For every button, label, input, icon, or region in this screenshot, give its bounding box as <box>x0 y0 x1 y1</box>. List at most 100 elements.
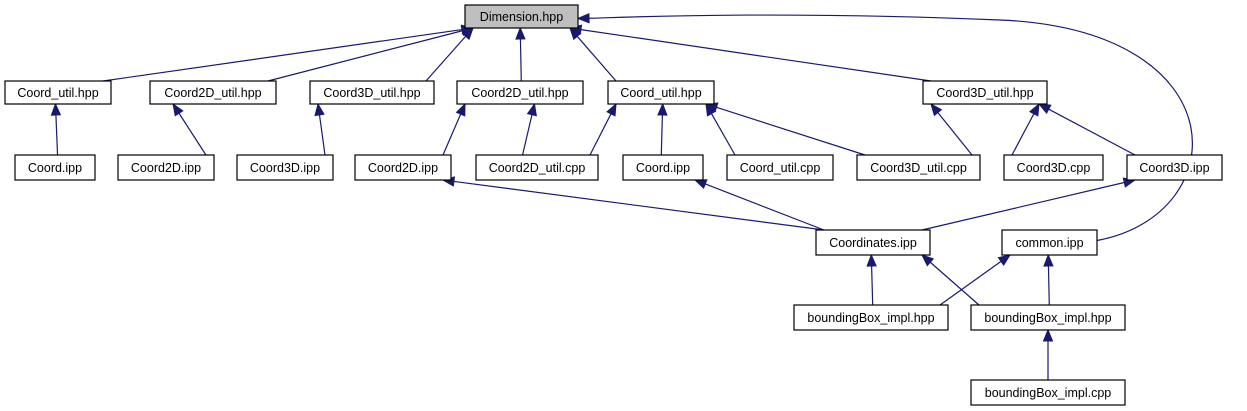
node-label-coord-ipp-a: Coord.ipp <box>28 161 82 175</box>
node-box-coord3d-ipp-b <box>1126 154 1223 181</box>
dependency-edges <box>50 12 1193 380</box>
edge-coord2d-ipp-b-to-coord2d-util-hpp-b <box>442 113 462 156</box>
edge-coord-ipp-a-to-coord-util-hpp-a <box>55 114 59 156</box>
edge-coord3d-ipp-a-to-coord3d-util-hpp-a-arrowhead <box>314 102 325 117</box>
node-label-coord-util-hpp-a: Coord_util.hpp <box>17 86 98 100</box>
node-box-coord3d-cpp <box>1003 154 1104 181</box>
node-bounding-box-impl-cpp[interactable]: boundingBox_impl.cpp <box>970 379 1126 406</box>
edge-common-ipp-to-dimension-hpp-arrowhead <box>576 12 590 24</box>
node-label-bounding-box-impl-hpp-a: boundingBox_impl.hpp <box>807 311 934 325</box>
edge-coord2d-util-hpp-a-to-dimension-hpp <box>267 30 463 82</box>
node-coord3d-ipp-a[interactable]: Coord3D.ipp <box>236 154 334 181</box>
node-box-coord3d-util-hpp-b <box>922 80 1048 105</box>
edge-coordinates-ipp-to-coord3d-ipp-b <box>921 181 1125 231</box>
edge-coord3d-cpp-to-coord3d-util-hpp-b <box>1011 113 1035 156</box>
node-common-ipp[interactable]: common.ipp <box>1001 229 1098 256</box>
node-coord2d-ipp-a[interactable]: Coord2D.ipp <box>117 154 215 181</box>
node-coord3d-util-hpp-a[interactable]: Coord3D_util.hpp <box>309 80 435 105</box>
edge-coord2d-ipp-a-to-coord2d-util-hpp-a <box>178 112 207 156</box>
edge-coord3d-ipp-a-to-coord3d-util-hpp-a <box>318 114 326 156</box>
edge-common-ipp-to-dimension-hpp <box>588 14 1193 242</box>
edge-coord3d-util-cpp-to-coord3d-util-hpp-b <box>937 112 973 156</box>
node-coord3d-ipp-b[interactable]: Coord3D.ipp <box>1126 154 1223 181</box>
node-coord-util-hpp-a[interactable]: Coord_util.hpp <box>4 80 112 105</box>
node-box-dimension-hpp <box>464 4 579 29</box>
node-label-coord2d-util-hpp-b: Coord2D_util.hpp <box>471 86 568 100</box>
edge-coord2d-util-cpp-to-coord-util-hpp-b-arrowhead <box>606 102 617 117</box>
edge-coord-util-hpp-b-to-dimension-hpp <box>576 35 617 82</box>
edge-coord2d-util-hpp-b-to-dimension-hpp-arrowhead <box>515 26 526 40</box>
node-box-coord3d-ipp-a <box>236 154 334 181</box>
node-box-bounding-box-impl-hpp-b <box>970 304 1126 331</box>
edge-coord-ipp-b-to-coord-util-hpp-b-arrowhead <box>657 102 668 116</box>
node-coordinates-ipp[interactable]: Coordinates.ipp <box>815 229 931 256</box>
edge-bounding-box-impl-hpp-a-to-common-ipp <box>939 260 1002 306</box>
edge-coord2d-util-cpp-to-coord-util-hpp-b <box>589 113 612 156</box>
node-dimension-hpp[interactable]: Dimension.hpp <box>464 4 579 29</box>
edge-coord-util-hpp-a-to-dimension-hpp <box>102 28 463 82</box>
node-label-bounding-box-impl-hpp-b: boundingBox_impl.hpp <box>984 311 1111 325</box>
node-box-coord3d-util-cpp <box>856 154 981 181</box>
node-label-coord2d-util-cpp: Coord2D_util.cpp <box>489 161 586 175</box>
node-coord2d-util-hpp-b[interactable]: Coord2D_util.hpp <box>456 80 584 105</box>
node-box-coord-util-hpp-b <box>607 80 715 105</box>
node-box-coord3d-util-hpp-a <box>309 80 435 105</box>
node-label-coord2d-ipp-a: Coord2D.ipp <box>131 161 201 175</box>
node-box-coord-ipp-b <box>622 154 704 181</box>
node-coord2d-util-hpp-a[interactable]: Coord2D_util.hpp <box>149 80 277 105</box>
node-label-coordinates-ipp: Coordinates.ipp <box>829 236 917 250</box>
edge-coord3d-ipp-b-to-coord3d-util-hpp-b-arrowhead <box>1037 103 1052 115</box>
edge-bounding-box-impl-hpp-a-to-common-ipp-arrowhead <box>997 254 1012 266</box>
edge-coord2d-util-cpp-to-coord2d-util-hpp-b <box>521 114 533 156</box>
edge-bounding-box-impl-hpp-a-to-coordinates-ipp <box>871 265 874 306</box>
edge-coord2d-ipp-b-to-coord2d-util-hpp-b-arrowhead <box>455 102 466 117</box>
node-box-coord2d-util-hpp-b <box>456 80 584 105</box>
edge-bounding-box-impl-hpp-b-to-coordinates-ipp-arrowhead <box>921 254 935 267</box>
edge-coord3d-util-cpp-to-coord3d-util-hpp-b-arrowhead <box>930 102 943 117</box>
node-box-coord-ipp-a <box>14 154 96 181</box>
node-label-coord-ipp-b: Coord.ipp <box>636 161 690 175</box>
edge-coord-ipp-b-to-coord-util-hpp-b <box>660 114 663 156</box>
node-bounding-box-impl-hpp-a[interactable]: boundingBox_impl.hpp <box>793 304 949 331</box>
node-box-coord-util-cpp <box>726 154 834 181</box>
edge-bounding-box-impl-hpp-b-to-common-ipp <box>1047 265 1050 306</box>
edge-bounding-box-impl-cpp-to-bounding-box-impl-hpp-b-arrowhead <box>1042 328 1054 342</box>
node-label-coord3d-ipp-b: Coord3D.ipp <box>1139 161 1209 175</box>
node-coord-ipp-a[interactable]: Coord.ipp <box>14 154 96 181</box>
node-coord3d-util-cpp[interactable]: Coord3D_util.cpp <box>856 154 981 181</box>
node-coord3d-cpp[interactable]: Coord3D.cpp <box>1003 154 1104 181</box>
node-label-coord2d-ipp-b: Coord2D.ipp <box>368 161 438 175</box>
node-box-coord2d-util-hpp-a <box>149 80 277 105</box>
node-label-coord2d-util-hpp-a: Coord2D_util.hpp <box>164 86 261 100</box>
node-coord2d-ipp-b[interactable]: Coord2D.ipp <box>354 154 452 181</box>
edge-coord-ipp-a-to-coord-util-hpp-a-arrowhead <box>50 102 62 116</box>
edge-coord3d-ipp-b-to-coord3d-util-hpp-b <box>1048 108 1136 156</box>
node-label-coord-util-hpp-b: Coord_util.hpp <box>620 86 701 100</box>
edge-coordinates-ipp-to-coord-ipp-b <box>705 183 825 231</box>
node-label-coord3d-ipp-a: Coord3D.ipp <box>250 161 320 175</box>
node-coord-ipp-b[interactable]: Coord.ipp <box>622 154 704 181</box>
node-label-coord3d-util-hpp-a: Coord3D_util.hpp <box>323 86 420 100</box>
node-label-dimension-hpp: Dimension.hpp <box>480 10 563 24</box>
node-box-coord2d-ipp-a <box>117 154 215 181</box>
node-bounding-box-impl-hpp-b[interactable]: boundingBox_impl.hpp <box>970 304 1126 331</box>
node-box-coord2d-ipp-b <box>354 154 452 181</box>
node-box-coord-util-hpp-a <box>4 80 112 105</box>
edge-coord3d-util-cpp-to-coord-util-hpp-b <box>716 106 866 156</box>
edge-bounding-box-impl-hpp-b-to-common-ipp-arrowhead <box>1043 253 1054 267</box>
node-coord3d-util-hpp-b[interactable]: Coord3D_util.hpp <box>922 80 1048 105</box>
node-box-common-ipp <box>1001 229 1098 256</box>
node-label-coord3d-cpp: Coord3D.cpp <box>1017 161 1091 175</box>
node-box-coord2d-util-cpp <box>475 154 599 181</box>
node-box-coordinates-ipp <box>815 229 931 256</box>
node-coord-util-hpp-b[interactable]: Coord_util.hpp <box>607 80 715 105</box>
edge-bounding-box-impl-hpp-b-to-coordinates-ipp <box>929 261 980 306</box>
edge-coord2d-util-hpp-b-to-dimension-hpp <box>519 38 522 82</box>
node-coord2d-util-cpp[interactable]: Coord2D_util.cpp <box>475 154 599 181</box>
edge-coordinates-ipp-to-coord2d-ipp-b <box>453 180 825 231</box>
node-coord-util-cpp[interactable]: Coord_util.cpp <box>726 154 834 181</box>
edge-coord3d-util-hpp-b-to-dimension-hpp <box>580 29 932 82</box>
edge-coord-util-cpp-to-coord-util-hpp-b <box>710 113 736 156</box>
edge-bounding-box-impl-hpp-a-to-coordinates-ipp-arrowhead <box>866 253 877 267</box>
